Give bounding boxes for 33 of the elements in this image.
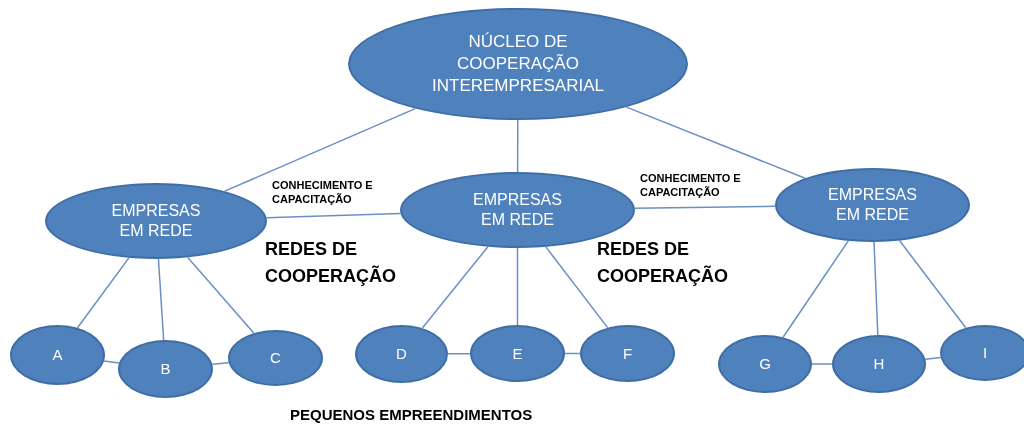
connector-line xyxy=(447,352,471,355)
enterprise-circle xyxy=(940,325,1024,381)
node-label: B xyxy=(160,359,171,379)
connector-line xyxy=(421,246,489,329)
node-label: C xyxy=(270,348,281,368)
node-label: F xyxy=(622,343,633,364)
section-label: REDES DE COOPERAÇÃO xyxy=(597,238,729,288)
connector-line xyxy=(211,361,230,366)
node-label: E xyxy=(512,343,523,364)
connector-line xyxy=(516,247,519,326)
connector-line xyxy=(265,212,402,219)
node-label: G xyxy=(759,354,771,374)
connector-line xyxy=(924,356,942,360)
node-label: A xyxy=(52,345,63,365)
connector-line xyxy=(157,258,165,341)
connector-line xyxy=(103,360,120,364)
section-label: REDES DE COOPERAÇÃO xyxy=(265,238,397,288)
connector-line xyxy=(76,257,130,329)
node-label: NÚCLEO DE COOPERAÇÃO INTEREMPRESARIAL xyxy=(431,31,605,97)
connector-line xyxy=(811,363,833,365)
connector-line xyxy=(873,241,879,336)
connector-line xyxy=(516,119,519,173)
connector-line xyxy=(224,107,416,192)
connector-line xyxy=(625,106,806,179)
node-label: EMPRESAS EM REDE xyxy=(827,185,918,225)
section-label: PEQUENOS EMPREENDIMENTOS xyxy=(290,405,534,425)
node-label: EMPRESAS EM REDE xyxy=(472,190,563,230)
connector-line xyxy=(634,205,776,210)
node-label: EMPRESAS EM REDE xyxy=(110,201,202,241)
node-label: D xyxy=(396,344,407,364)
node-label: H xyxy=(873,354,885,374)
connector-line xyxy=(782,240,849,338)
node-label: I xyxy=(982,343,988,363)
